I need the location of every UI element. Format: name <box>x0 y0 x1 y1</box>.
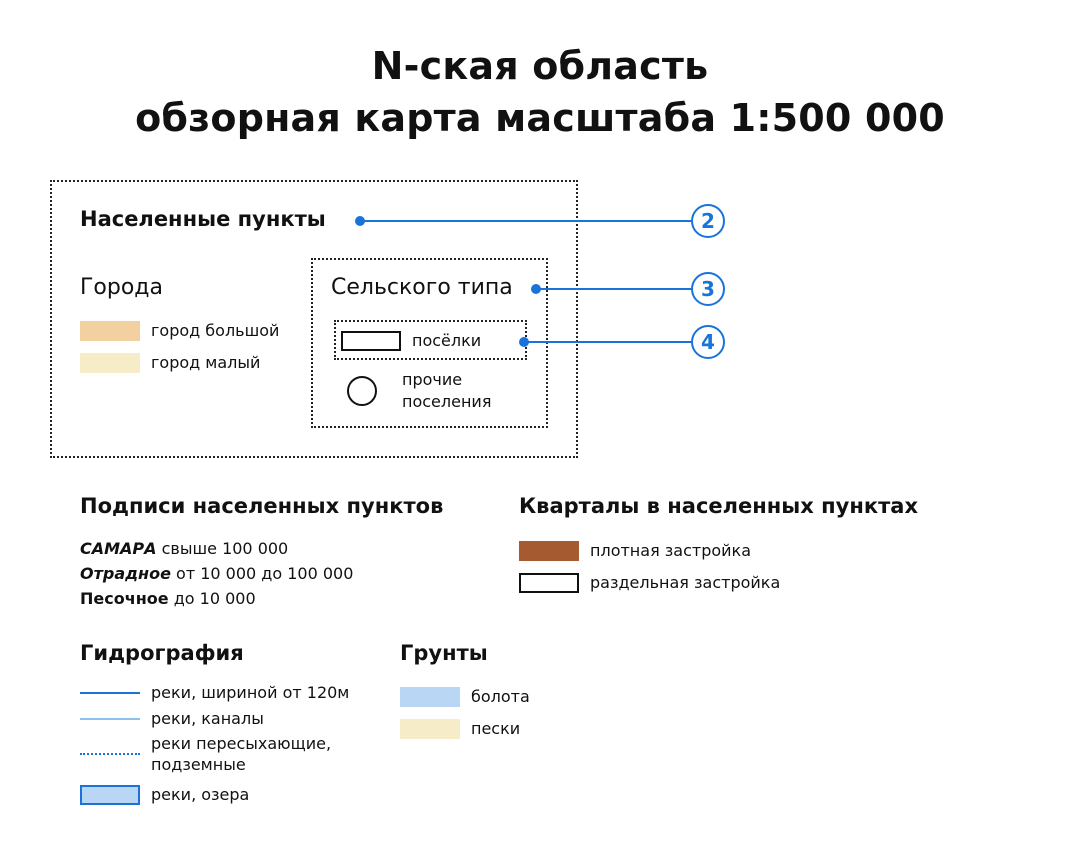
circle-icon <box>347 376 377 406</box>
wide-river-line <box>80 692 140 694</box>
dry-river-label-line1: реки пересыхающие, <box>151 734 332 753</box>
label-row-small: Песочное до 10 000 <box>80 589 256 608</box>
callout-badge-3: 3 <box>691 272 725 306</box>
sand-swatch <box>400 719 460 739</box>
small-city-swatch <box>80 353 140 373</box>
dry-river-line <box>80 753 140 755</box>
lake-label: реки, озера <box>151 785 250 804</box>
wide-river-label: реки, шириной от 120м <box>151 683 350 702</box>
label-row-large: САМАРА свыше 100 000 <box>80 539 288 558</box>
river-canal-line <box>80 718 140 720</box>
hydro-heading: Гидрография <box>80 641 244 665</box>
rural-heading: Сельского типа <box>331 275 513 300</box>
label-name-medium: Отрадное <box>80 564 171 583</box>
label-desc-large: свыше 100 000 <box>156 539 289 558</box>
callout-line-4 <box>524 341 692 343</box>
label-desc-medium: от 10 000 до 100 000 <box>170 564 354 583</box>
label-desc-small: до 10 000 <box>168 589 256 608</box>
settlements-heading: Населенные пункты <box>80 207 326 231</box>
dense-block-swatch <box>519 541 579 561</box>
lake-swatch <box>80 785 140 805</box>
separate-block-swatch <box>519 573 579 593</box>
large-city-label: город большой <box>151 321 280 340</box>
river-canal-label: реки, каналы <box>151 709 264 728</box>
swamp-swatch <box>400 687 460 707</box>
callout-badge-2: 2 <box>691 204 725 238</box>
blocks-heading: Кварталы в населенных пунктах <box>519 494 918 518</box>
swamp-label: болота <box>471 687 530 706</box>
settlements-box <box>50 180 578 458</box>
dry-river-label-line2: подземные <box>151 755 246 774</box>
label-name-large: САМАРА <box>80 539 157 558</box>
callout-badge-4: 4 <box>691 325 725 359</box>
cities-heading: Города <box>80 275 163 300</box>
map-title-line2: обзорная карта масштаба 1:500 000 <box>135 96 945 140</box>
large-city-swatch <box>80 321 140 341</box>
other-settlements-line1: прочие <box>402 370 463 389</box>
dense-block-label: плотная застройка <box>590 541 752 560</box>
village-rect-symbol <box>341 331 401 351</box>
soils-heading: Грунты <box>400 641 488 665</box>
rural-box <box>311 258 548 428</box>
sand-label: пески <box>471 719 521 738</box>
map-title-line1: N-ская область <box>371 44 709 88</box>
separate-block-label: раздельная застройка <box>590 573 781 592</box>
label-name-small: Песочное <box>80 589 169 608</box>
callout-line-3 <box>536 288 692 290</box>
labels-heading: Подписи населенных пунктов <box>80 494 444 518</box>
villages-label: посёлки <box>412 331 482 350</box>
callout-line-2 <box>360 220 692 222</box>
label-row-medium: Отрадное от 10 000 до 100 000 <box>80 564 353 583</box>
other-settlements-line2: поселения <box>402 392 492 411</box>
small-city-label: город малый <box>151 353 261 372</box>
